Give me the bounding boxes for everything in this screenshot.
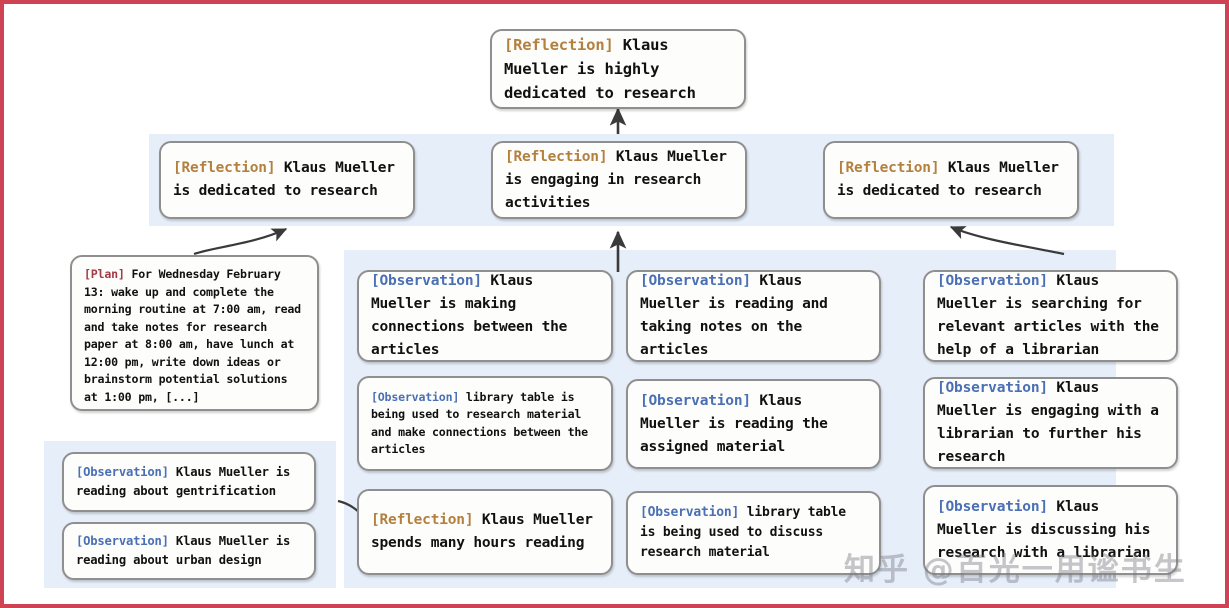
node-body: Klaus Mueller is reading the assigned ma… (640, 392, 837, 455)
node-body: Klaus Mueller is engaging with a librari… (937, 380, 1168, 465)
node-text: [Observation] Klaus Mueller is searching… (925, 270, 1176, 362)
reflection-tag: [Reflection] (837, 160, 940, 176)
node-reflection-1[interactable]: [Reflection] Klaus Mueller is dedicated … (159, 141, 415, 219)
node-body: Klaus Mueller is reading about urban des… (76, 534, 298, 567)
node-text: [Observation] Klaus Mueller is engaging … (925, 377, 1176, 469)
observation-tag: [Observation] (640, 273, 751, 289)
node-text: [Observation] library table is being use… (359, 389, 611, 459)
node-left-observation-2[interactable]: [Observation] Klaus Mueller is reading a… (62, 522, 316, 580)
node-text: [Reflection] Klaus Mueller spends many h… (359, 509, 611, 555)
observation-tag: [Observation] (937, 380, 1048, 396)
node-body: For Wednesday February 13: wake up and c… (84, 267, 308, 404)
node-col3-observation-2[interactable]: [Observation] Klaus Mueller is reading t… (626, 379, 881, 469)
node-text: [Observation] Klaus Mueller is making co… (359, 270, 611, 362)
node-reflection-3[interactable]: [Reflection] Klaus Mueller is dedicated … (823, 141, 1079, 219)
node-col3-observation-1[interactable]: [Observation] Klaus Mueller is reading a… (626, 270, 881, 362)
plan-tag: [Plan] (84, 267, 125, 281)
node-text: [Observation] Klaus Mueller is reading a… (64, 463, 314, 501)
observation-tag: [Observation] (371, 273, 482, 289)
node-body: Klaus Mueller is highly dedicated to res… (504, 36, 696, 102)
observation-tag: [Observation] (640, 392, 751, 409)
node-body: Klaus Mueller is making connections betw… (371, 273, 576, 358)
node-text: [Reflection] Klaus Mueller is engaging i… (493, 146, 745, 215)
node-body: Klaus Mueller is reading about gentrific… (76, 465, 298, 498)
node-col2-reflection[interactable]: [Reflection] Klaus Mueller spends many h… (357, 489, 613, 575)
node-body: Klaus Mueller is searching for relevant … (937, 273, 1168, 358)
node-text: [Reflection] Klaus Mueller is highly ded… (492, 33, 744, 105)
observation-tag: [Observation] (937, 273, 1048, 289)
reflection-tag: [Reflection] (371, 512, 474, 528)
node-left-observation-1[interactable]: [Observation] Klaus Mueller is reading a… (62, 452, 316, 512)
observation-tag: [Observation] (76, 465, 169, 479)
node-col2-observation-2[interactable]: [Observation] library table is being use… (357, 376, 613, 471)
reflection-tag: [Reflection] (504, 36, 614, 54)
node-col3-observation-3[interactable]: [Observation] library table is being use… (626, 491, 881, 575)
node-body: Klaus Mueller is dedicated to research (837, 160, 1068, 199)
node-body: Klaus Mueller is engaging in research ac… (505, 148, 736, 211)
node-body: Klaus Mueller is dedicated to research (173, 160, 404, 199)
node-col4-observation-3[interactable]: [Observation] Klaus Mueller is discussin… (923, 485, 1178, 575)
node-body: library table is being used to discuss r… (640, 505, 854, 560)
node-col4-observation-2[interactable]: [Observation] Klaus Mueller is engaging … (923, 377, 1178, 469)
node-col4-observation-1[interactable]: [Observation] Klaus Mueller is searching… (923, 270, 1178, 362)
observation-tag: [Observation] (76, 534, 169, 548)
observation-tag: [Observation] (371, 389, 460, 404)
node-text: [Observation] Klaus Mueller is reading a… (628, 270, 879, 362)
node-text: [Observation] Klaus Mueller is reading a… (64, 532, 314, 570)
observation-tag: [Observation] (640, 505, 740, 520)
node-plan[interactable]: [Plan] For Wednesday February 13: wake u… (70, 255, 319, 411)
reflection-tag: [Reflection] (173, 160, 276, 176)
node-body: Klaus Mueller spends many hours reading (371, 512, 602, 551)
reflection-tag: [Reflection] (505, 148, 608, 165)
node-body: library table is being used to research … (371, 389, 595, 457)
node-reflection-2[interactable]: [Reflection] Klaus Mueller is engaging i… (491, 141, 747, 219)
node-text: [Observation] Klaus Mueller is reading t… (628, 390, 879, 459)
node-top-reflection[interactable]: [Reflection] Klaus Mueller is highly ded… (490, 29, 746, 109)
node-body: Klaus Mueller is reading and taking note… (640, 273, 837, 358)
node-body: Klaus Mueller is discussing his research… (937, 498, 1159, 561)
node-text: [Reflection] Klaus Mueller is dedicated … (825, 157, 1077, 203)
node-col2-observation-1[interactable]: [Observation] Klaus Mueller is making co… (357, 270, 613, 362)
node-text: [Plan] For Wednesday February 13: wake u… (72, 266, 317, 406)
node-text: [Reflection] Klaus Mueller is dedicated … (161, 157, 413, 203)
node-text: [Observation] Klaus Mueller is discussin… (925, 496, 1176, 565)
node-text: [Observation] library table is being use… (628, 503, 879, 563)
observation-tag: [Observation] (937, 498, 1048, 515)
